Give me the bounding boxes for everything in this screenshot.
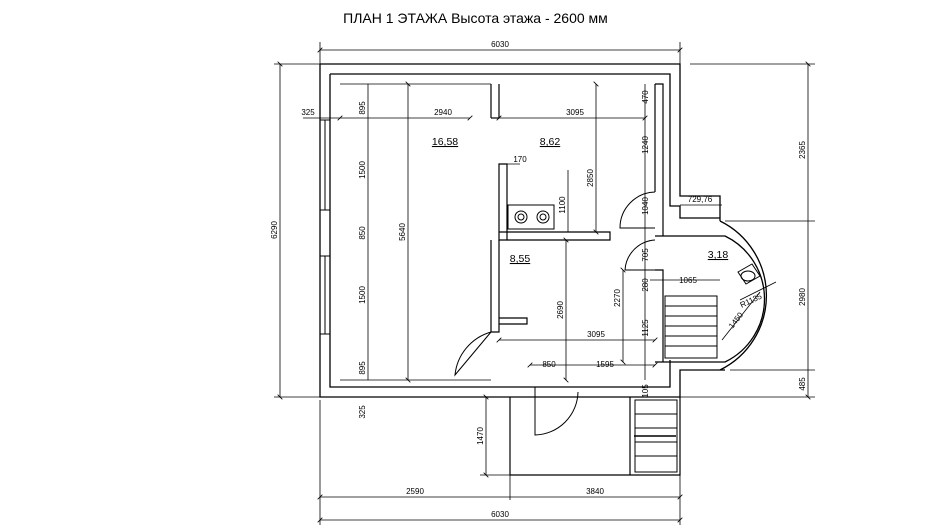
- dim-porch: 1470: [476, 427, 485, 445]
- exterior-walls: [319, 63, 767, 398]
- dim-window-2: 1500: [358, 286, 367, 304]
- doors: [454, 191, 656, 436]
- stove-icon: [507, 204, 555, 230]
- toilet-icon: [737, 263, 761, 285]
- dim-right-mid: 2980: [798, 288, 807, 306]
- dim-bottom-left: 2590: [406, 487, 424, 496]
- dim-living-width: 2940: [434, 108, 452, 117]
- dim-left-offset: 325: [301, 108, 315, 117]
- dim-top-total: 6030: [491, 40, 509, 49]
- dim-partition: 170: [513, 155, 527, 164]
- dim-705: 705: [641, 248, 650, 262]
- dim-stair-width: 1065: [679, 276, 697, 285]
- plan-title: ПЛАН 1 ЭТАЖА Высота этажа - 2600 мм: [343, 10, 608, 26]
- dim-1040: 1040: [641, 197, 650, 215]
- dim-angle: 729,76: [688, 195, 713, 204]
- dim-left-total: 6290: [270, 221, 279, 239]
- bay-wall-outer: [719, 220, 767, 371]
- dim-hall-width: 3095: [587, 330, 605, 339]
- dim-diag: 1450: [727, 310, 745, 330]
- dim-window-1: 1500: [358, 161, 367, 179]
- dim-1240: 1240: [641, 136, 650, 154]
- dim-2270: 2270: [613, 289, 622, 307]
- dim-kitchen-width: 3095: [566, 108, 584, 117]
- dim-bottom-right: 3840: [586, 487, 604, 496]
- stairs: [634, 295, 718, 473]
- dim-right-top: 2365: [798, 141, 807, 159]
- dim-105: 105: [641, 384, 650, 398]
- room-area-hall: 3,18: [708, 249, 729, 261]
- dim-470: 470: [641, 90, 650, 104]
- dim-kitchen-depth: 2850: [586, 169, 595, 187]
- left-windows: [319, 119, 331, 335]
- room-area-living: 16,58: [432, 136, 458, 148]
- room-labels: 16,58 8,62 8,55 3,18: [432, 136, 729, 265]
- dim-bottom-total: 6030: [491, 510, 509, 519]
- dim-bath-depth: 2690: [556, 301, 565, 319]
- dim-right-bottom: 485: [798, 377, 807, 391]
- room-area-bath: 8,55: [510, 253, 531, 265]
- room-area-kitchen: 8,62: [540, 136, 561, 148]
- dim-stove: 1100: [558, 196, 567, 214]
- dim-left-offset-bottom: 325: [358, 405, 367, 419]
- dim-inner-height: 5640: [398, 223, 407, 241]
- dim-1595: 1595: [596, 360, 614, 369]
- dim-top-seg: 895: [358, 101, 367, 115]
- dim-bottom-seg: 895: [358, 361, 367, 375]
- dim-pier: 850: [358, 226, 367, 240]
- interior-walls: [490, 83, 681, 476]
- dim-door-850: 850: [542, 360, 556, 369]
- dim-1125: 1125: [641, 319, 650, 337]
- dimension-lines: [274, 42, 815, 525]
- dim-280: 280: [641, 278, 650, 292]
